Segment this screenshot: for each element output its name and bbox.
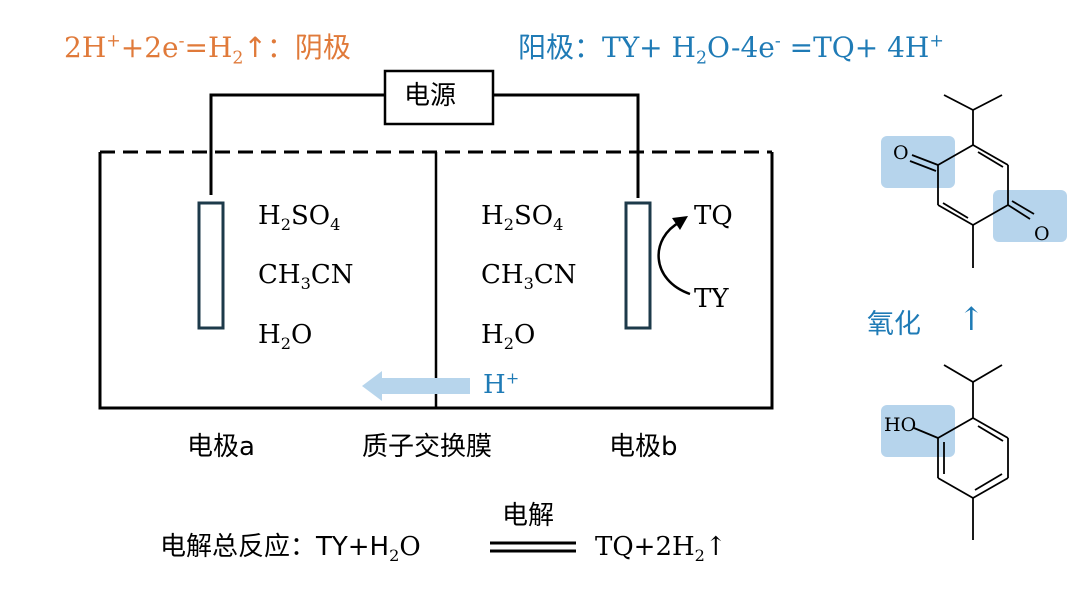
- ty-label: TY: [694, 284, 729, 314]
- carbonyl-highlight-2: [993, 190, 1067, 242]
- oxidation-arrow-icon: ↑: [958, 300, 985, 338]
- overall-condition: 电解: [502, 501, 555, 531]
- quinone-oxygen-2: O: [1034, 223, 1050, 245]
- electrode-a: [197, 201, 225, 330]
- power-supply-box: [383, 69, 495, 126]
- electrode-b: [624, 201, 652, 330]
- thymoquinone-structure: [881, 94, 1067, 268]
- ty-to-tq-arrowhead: [672, 216, 688, 230]
- membrane-label: 质子交换膜: [362, 432, 493, 462]
- electrode-a-label: 电极a: [187, 432, 255, 462]
- hydroxyl-highlight: [881, 405, 955, 457]
- cathode-reaction: 2H++2e-=H2↑：阴极: [64, 31, 351, 69]
- wire-left: [209, 93, 385, 195]
- quinone-oxygen-1: O: [893, 142, 909, 164]
- ty-to-tq-arrow: [657, 220, 691, 296]
- right-h2so4: H2SO4: [481, 201, 564, 235]
- left-h2so4: H2SO4: [258, 201, 341, 235]
- wire-right: [493, 93, 640, 198]
- tq-label: TQ: [694, 201, 733, 231]
- overall-reactants: 电解总反应：TY+H2O: [160, 532, 421, 566]
- proton-label: H+: [483, 368, 520, 400]
- right-ch3cn: CH3CN: [481, 260, 577, 294]
- carbonyl-highlight-1: [881, 136, 955, 188]
- left-h2o: H2O: [258, 320, 313, 354]
- proton-arrow-head: [362, 371, 382, 401]
- thymol-structure: [881, 364, 1009, 540]
- oxidation-label: 氧化: [867, 309, 921, 340]
- left-ch3cn: CH3CN: [258, 260, 354, 294]
- power-supply-label: 电源: [404, 81, 457, 111]
- electrode-b-label: 电极b: [609, 432, 678, 462]
- phenol-hydroxyl: HO: [884, 414, 917, 436]
- anode-reaction: 阳极：TY+ H2O-4e- =TQ+ 4H+: [518, 31, 944, 69]
- right-h2o: H2O: [481, 320, 536, 354]
- overall-products: TQ+2H2↑: [595, 532, 727, 566]
- proton-arrow-shaft: [380, 378, 470, 394]
